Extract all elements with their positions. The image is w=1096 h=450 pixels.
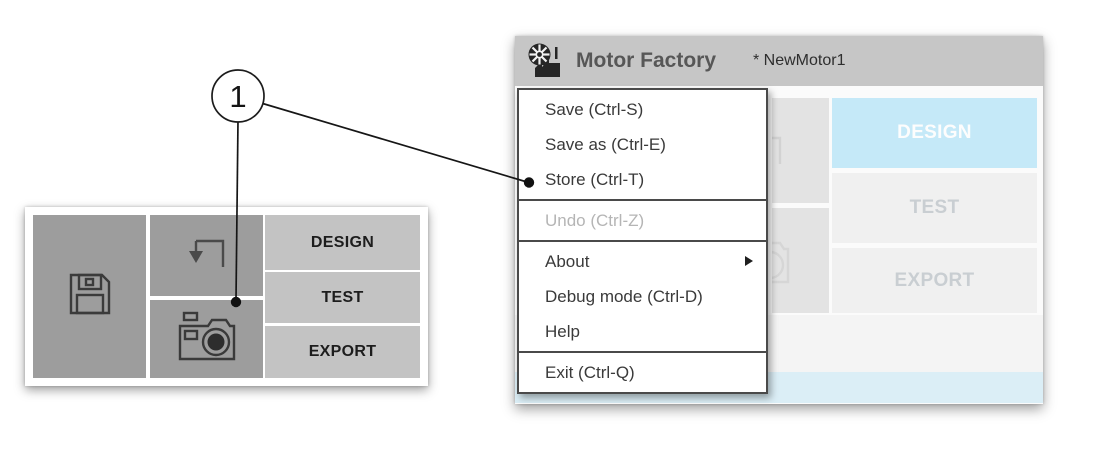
motor-factory-window: Motor Factory * NewMotor1 DESIGN TEST E	[515, 36, 1043, 404]
menu-item-exit[interactable]: Exit (Ctrl-Q)	[545, 363, 635, 382]
background-tab-test[interactable]: TEST	[832, 173, 1037, 243]
load-arrow-icon	[179, 227, 235, 284]
menu-section-file: Save (Ctrl-S) Save as (Ctrl-E) Store (Ct…	[519, 90, 766, 199]
camera-icon-faded	[772, 241, 790, 284]
submenu-right-arrow-icon	[745, 256, 753, 266]
menu-section-exit: Exit (Ctrl-Q)	[519, 351, 766, 392]
motor-factory-logo-icon	[526, 41, 566, 86]
menu-item-debug-mode[interactable]: Debug mode (Ctrl-D)	[545, 287, 703, 306]
callout-circle	[211, 69, 265, 123]
menu-item-save[interactable]: Save (Ctrl-S)	[545, 100, 644, 119]
background-snapshot-button[interactable]	[772, 208, 829, 313]
menu-item-about-label: About	[545, 252, 590, 271]
menu-item-about[interactable]: About	[519, 244, 766, 279]
menu-item-store[interactable]: Store (Ctrl-T)	[545, 170, 645, 189]
background-tab-export[interactable]: EXPORT	[832, 248, 1037, 313]
menu-item-undo: Undo (Ctrl-Z)	[545, 211, 645, 230]
load-button[interactable]	[150, 215, 263, 296]
background-tab-design[interactable]: DESIGN	[832, 98, 1037, 168]
app-title: Motor Factory	[576, 49, 717, 72]
save-button[interactable]	[33, 215, 146, 378]
file-menu: Save (Ctrl-S) Save as (Ctrl-E) Store (Ct…	[517, 88, 768, 394]
menu-section-edit: Undo (Ctrl-Z)	[519, 199, 766, 240]
menu-section-tools: About Debug mode (Ctrl-D) Help	[519, 240, 766, 351]
tab-test[interactable]: TEST	[265, 272, 420, 323]
callout-line-to-store	[260, 102, 528, 183]
camera-icon	[174, 309, 240, 370]
tab-export[interactable]: EXPORT	[265, 326, 420, 378]
window-content: DESIGN TEST EXPORT Save (Ctrl-S) Save as…	[515, 86, 1043, 404]
document-title: * NewMotor1	[753, 52, 846, 69]
floppy-disk-icon	[66, 270, 114, 323]
menu-item-help[interactable]: Help	[545, 322, 580, 341]
callout-number: 1	[229, 79, 246, 114]
window-header: Motor Factory * NewMotor1	[515, 36, 1043, 86]
load-arrow-icon-faded	[772, 136, 782, 164]
menu-item-save-as[interactable]: Save as (Ctrl-E)	[545, 135, 666, 154]
snapshot-button[interactable]	[150, 300, 263, 378]
toolbar-panel: DESIGN TEST EXPORT	[25, 207, 428, 386]
tab-design[interactable]: DESIGN	[265, 215, 420, 270]
background-load-button[interactable]	[772, 98, 829, 203]
